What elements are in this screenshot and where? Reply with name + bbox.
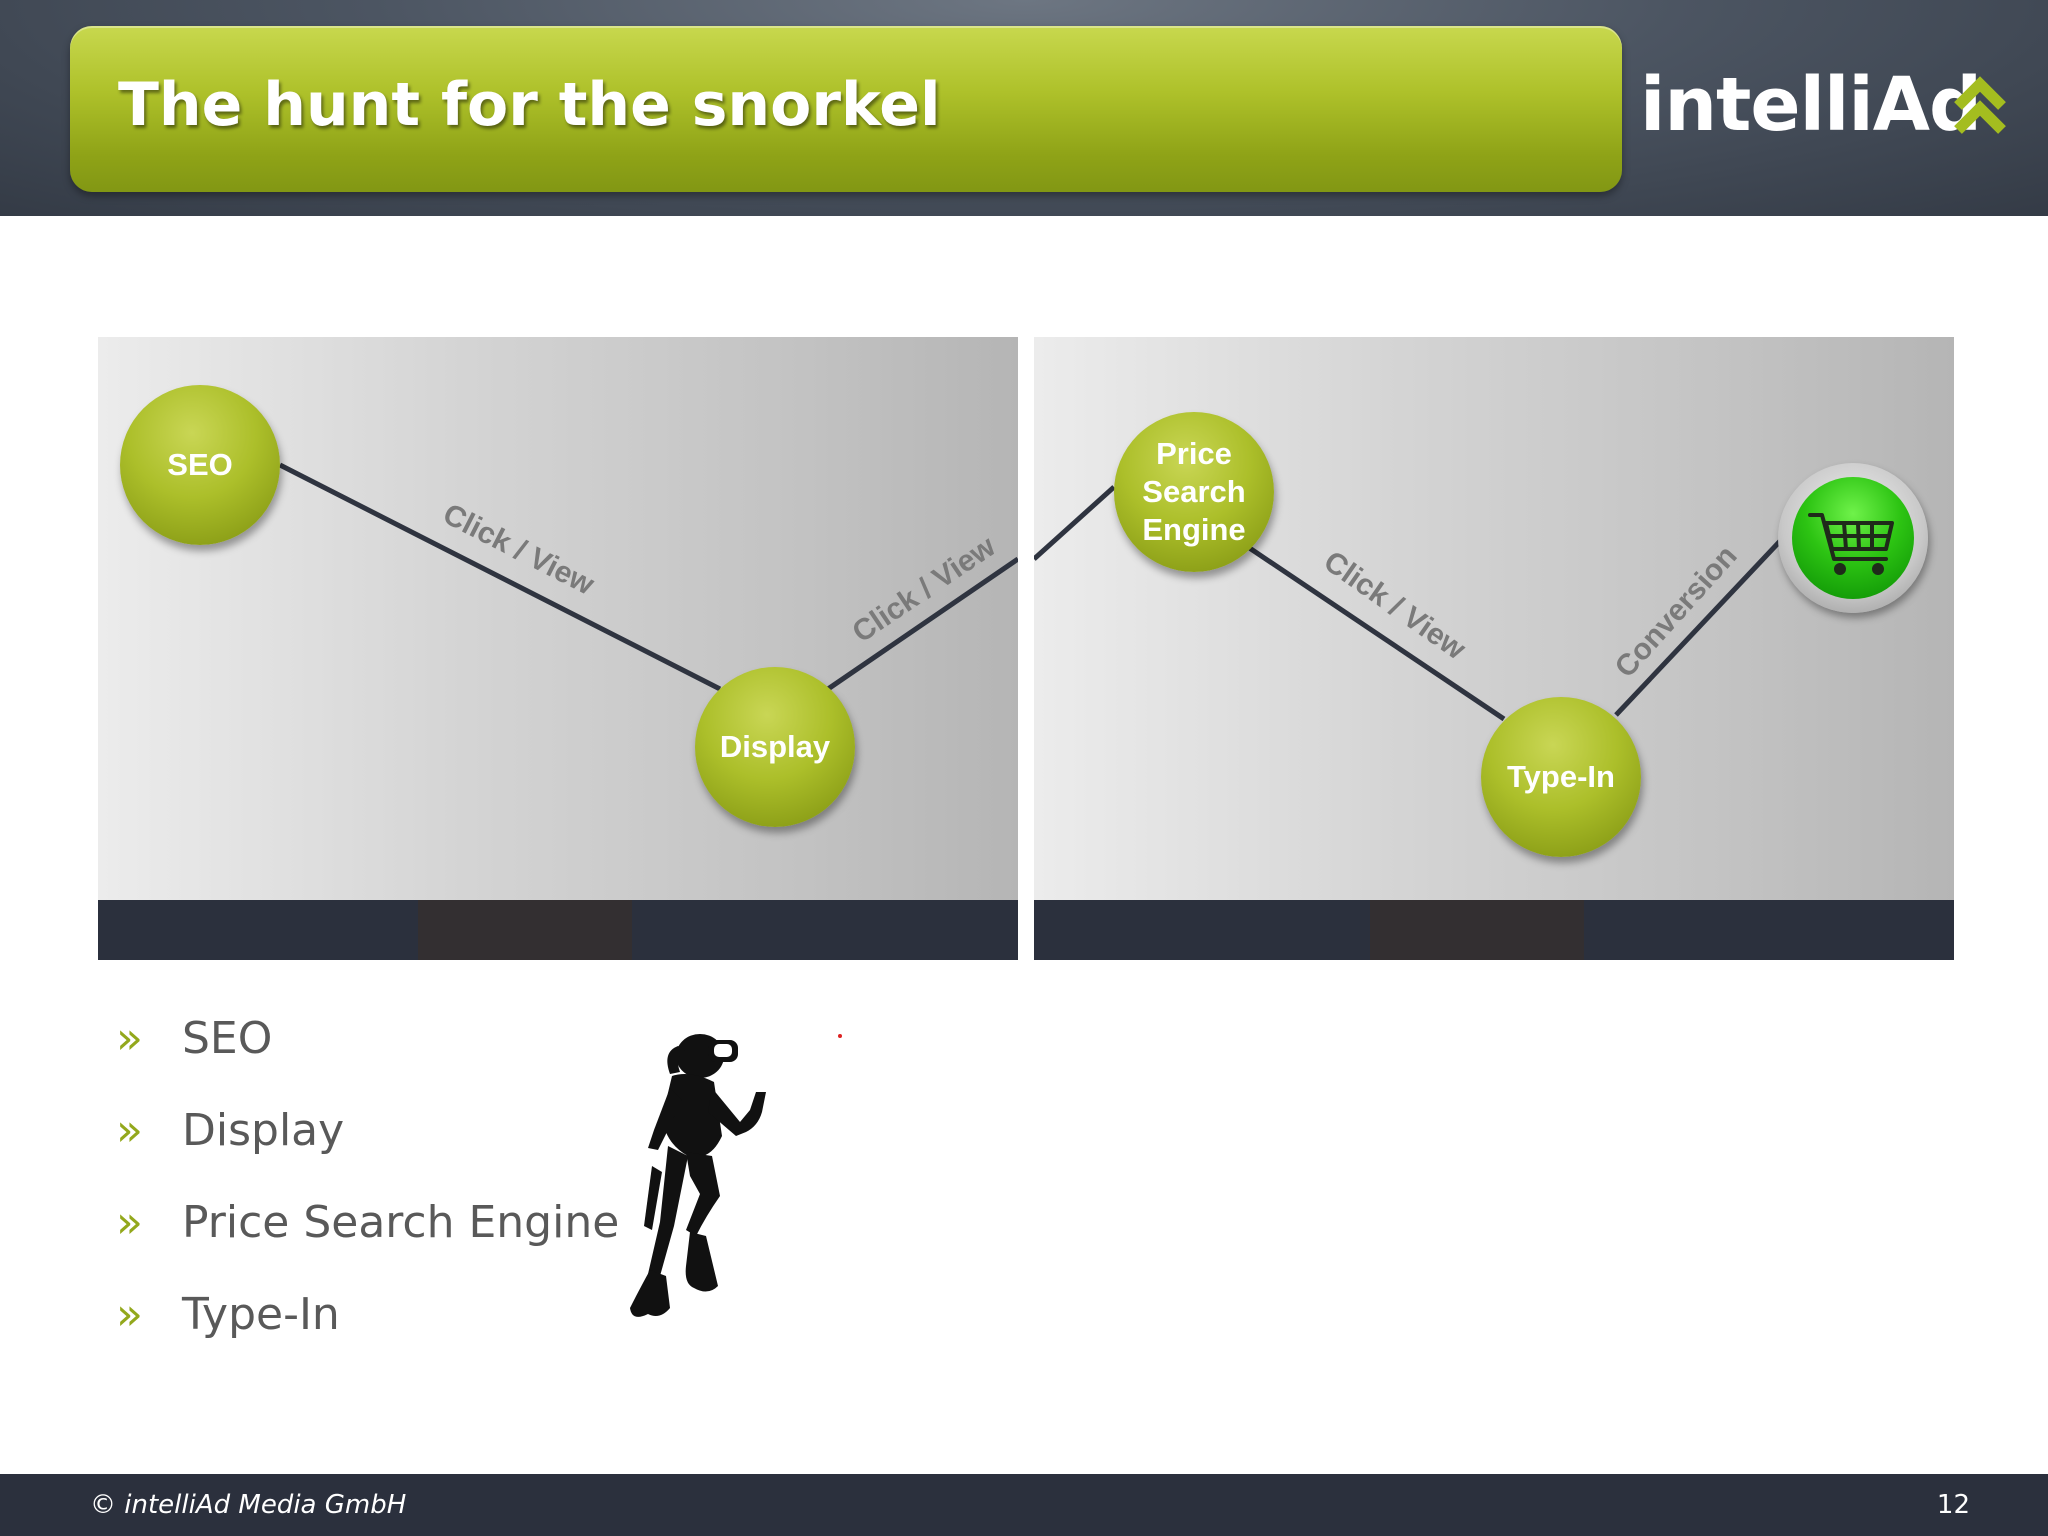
- bullet-marker: »: [116, 1104, 143, 1156]
- diver-silhouette-icon: [630, 1034, 766, 1317]
- shopping-cart-icon: [1808, 513, 1894, 575]
- diagram-panel-right: Click / View Conversion Price Search Eng…: [1034, 337, 1954, 960]
- bullet-marker: »: [116, 1012, 143, 1064]
- diagram-panel-left: Click / View Click / View SEO Display: [98, 337, 1018, 960]
- bullet-text: SEO: [182, 1012, 273, 1064]
- panel-footer-bar: [1034, 900, 1954, 960]
- edge-price-typein: [1246, 544, 1506, 722]
- edge-display-next: [826, 556, 1018, 692]
- copyright-text: © intelliAd Media GmbH: [90, 1490, 407, 1520]
- page-number: 12: [1936, 1490, 1970, 1520]
- edge-lines: [1034, 485, 1784, 722]
- node-price-search-engine: Price Search Engine: [1114, 412, 1274, 572]
- list-item: » Price Search Engine: [116, 1176, 619, 1268]
- page-title: The hunt for the snorkel: [118, 70, 941, 140]
- bullet-marker: »: [116, 1196, 143, 1248]
- intelliad-logo: intelliAd: [1640, 62, 2020, 152]
- node-display: Display: [695, 667, 855, 827]
- bullet-text: Type-In: [182, 1288, 340, 1340]
- node-type-in: Type-In: [1481, 697, 1641, 857]
- list-item: » SEO: [116, 992, 619, 1084]
- stray-red-dot: [838, 1034, 842, 1038]
- edge-typein-cart: [1614, 537, 1784, 717]
- edge-seo-display: [278, 462, 722, 692]
- list-item: » Display: [116, 1084, 619, 1176]
- panel-footer-bar: [98, 900, 1018, 960]
- logo-text: intelliAd: [1640, 62, 1982, 148]
- title-bar: The hunt for the snorkel: [70, 26, 1622, 192]
- bullet-list: » SEO » Display » Price Search Engine » …: [116, 992, 619, 1360]
- slide-header: The hunt for the snorkel intelliAd: [0, 0, 2048, 216]
- double-chevron-up-icon: [1954, 76, 2006, 134]
- bullet-marker: »: [116, 1288, 143, 1340]
- bullet-text: Display: [182, 1104, 345, 1156]
- node-seo: SEO: [120, 385, 280, 545]
- slide-footer: © intelliAd Media GmbH 12: [0, 1474, 2048, 1536]
- edge-lines: [278, 462, 1018, 692]
- edge-prev-price: [1034, 485, 1116, 561]
- list-item: » Type-In: [116, 1268, 619, 1360]
- goal-cart-button: [1778, 463, 1928, 613]
- bullet-text: Price Search Engine: [182, 1196, 620, 1248]
